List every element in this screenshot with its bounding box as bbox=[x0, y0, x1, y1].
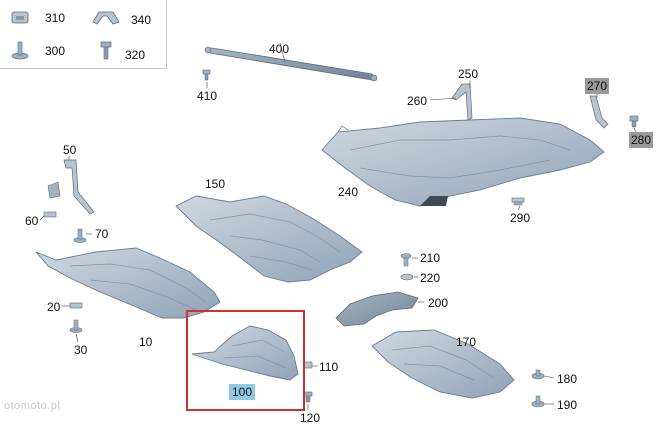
legend-label: 300 bbox=[45, 44, 66, 58]
spring-clip-icon bbox=[92, 11, 120, 25]
part-120-bolt[interactable] bbox=[303, 391, 313, 403]
part-150-middle-underbody-panel[interactable] bbox=[175, 195, 363, 283]
label-50: 50 bbox=[63, 143, 77, 157]
part-100-side-panel[interactable] bbox=[191, 325, 299, 381]
label-180: 180 bbox=[557, 372, 578, 386]
highlight-frame-part-100 bbox=[186, 310, 305, 411]
label-30: 30 bbox=[74, 343, 88, 357]
part-240-rear-underbody-panel[interactable] bbox=[321, 117, 605, 207]
part-170-gearbox-cover-panel[interactable] bbox=[371, 329, 515, 399]
part-210-push-rivet[interactable] bbox=[400, 253, 412, 267]
legend-item-310[interactable]: 310 bbox=[0, 0, 83, 34]
part-110-clip[interactable] bbox=[303, 361, 313, 369]
part-290-clip[interactable] bbox=[511, 197, 525, 206]
label-210: 210 bbox=[420, 251, 441, 265]
label-270: 270 bbox=[585, 78, 610, 94]
part-70-push-rivet[interactable] bbox=[73, 228, 87, 243]
part-200-bracket[interactable] bbox=[335, 291, 419, 327]
part-280-bolt[interactable] bbox=[629, 115, 639, 128]
label-110: 110 bbox=[319, 360, 339, 374]
label-220: 220 bbox=[420, 271, 441, 285]
label-190: 190 bbox=[557, 398, 578, 412]
label-240: 240 bbox=[338, 185, 359, 199]
legend-label: 340 bbox=[131, 13, 152, 27]
part-410-bolt[interactable] bbox=[202, 69, 211, 81]
fastener-legend: 310 340 300 320 bbox=[0, 0, 167, 69]
push-rivet-icon bbox=[11, 41, 29, 60]
part-270-bracket[interactable] bbox=[589, 95, 609, 129]
part-220-clip[interactable] bbox=[400, 273, 414, 281]
legend-item-300[interactable]: 300 bbox=[0, 34, 83, 68]
part-20-clip[interactable] bbox=[69, 302, 83, 309]
label-150: 150 bbox=[205, 177, 226, 191]
leader-lines bbox=[39, 80, 637, 410]
label-290: 290 bbox=[510, 211, 531, 225]
part-10-front-underbody-panel[interactable] bbox=[35, 247, 221, 319]
legend-label: 310 bbox=[45, 11, 66, 25]
watermark: otomoto.pl bbox=[4, 400, 61, 412]
part-250-bracket[interactable] bbox=[451, 83, 473, 121]
part-30-push-rivet[interactable] bbox=[69, 319, 83, 333]
label-410: 410 bbox=[197, 89, 218, 103]
part-190-push-rivet[interactable] bbox=[531, 395, 545, 408]
label-70: 70 bbox=[95, 227, 109, 241]
label-280: 280 bbox=[629, 132, 654, 148]
label-170: 170 bbox=[456, 335, 477, 349]
legend-item-340[interactable]: 340 bbox=[83, 0, 166, 34]
label-60: 60 bbox=[25, 214, 39, 228]
label-200: 200 bbox=[428, 296, 449, 310]
part-50-bracket[interactable] bbox=[47, 159, 95, 215]
part-60-clip[interactable] bbox=[43, 211, 57, 218]
clip-icon bbox=[11, 11, 29, 24]
label-260: 260 bbox=[407, 94, 428, 108]
label-250: 250 bbox=[458, 67, 479, 81]
label-100: 100 bbox=[229, 384, 256, 400]
label-120: 120 bbox=[300, 411, 321, 425]
legend-item-320[interactable]: 320 bbox=[83, 34, 166, 68]
part-400-strut[interactable] bbox=[204, 42, 378, 82]
label-20: 20 bbox=[47, 300, 61, 314]
legend-label: 320 bbox=[125, 48, 146, 62]
bolt-icon bbox=[100, 41, 112, 60]
label-10: 10 bbox=[139, 335, 153, 349]
part-180-push-rivet[interactable] bbox=[531, 369, 545, 380]
label-400: 400 bbox=[269, 42, 290, 56]
